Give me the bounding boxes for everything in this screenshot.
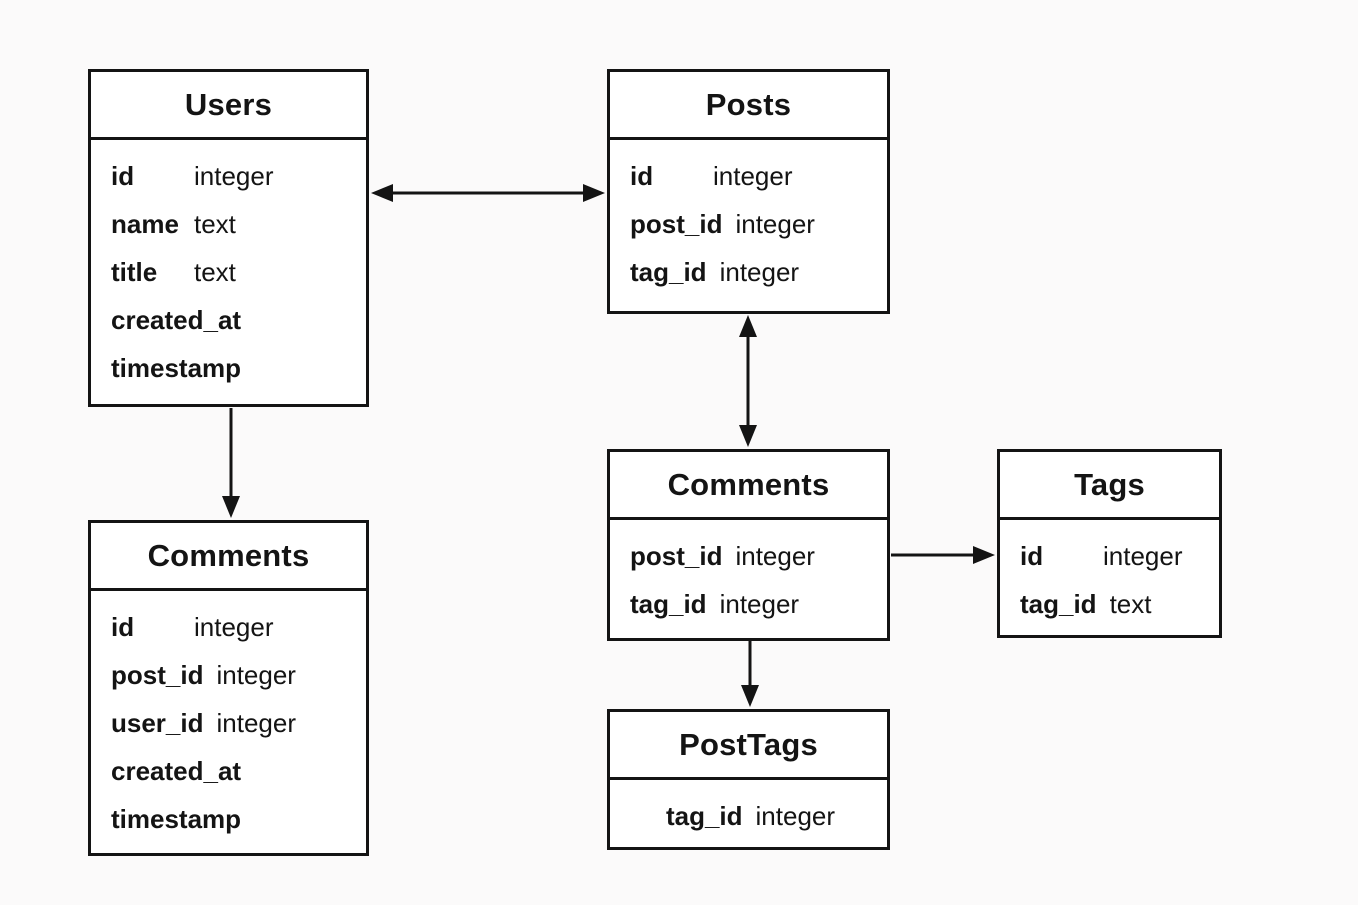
field-row-title: title text <box>111 248 350 296</box>
field-type: integer <box>216 707 297 738</box>
field-row-tag-id: tag_id integer <box>630 248 871 296</box>
field-name: user_id <box>111 707 204 738</box>
table-tags-fields: id integer tag_id text <box>1000 520 1219 628</box>
table-posts-title: Posts <box>610 72 887 140</box>
field-type: text <box>1109 588 1152 619</box>
field-row-id: id integer <box>1020 532 1203 580</box>
field-type: integer <box>194 611 274 642</box>
table-posts-fields: id integer post_id integer tag_id intege… <box>610 140 887 296</box>
field-type: integer <box>216 659 296 690</box>
field-name: tag_id <box>1020 588 1097 619</box>
field-row-tag-id: tag_id text <box>1020 580 1203 628</box>
table-comments-left-fields: id integer post_id integer user_id integ… <box>91 591 366 843</box>
table-comments-mid: Comments post_id integer tag_id integer <box>607 449 890 641</box>
field-name: id <box>630 160 654 191</box>
table-posts: Posts id integer post_id integer tag_id … <box>607 69 890 314</box>
field-type: integer <box>194 160 274 191</box>
table-comments-left-title: Comments <box>91 523 366 591</box>
field-type-wrapped: timestamp <box>111 352 242 383</box>
table-posttags-title: PostTags <box>610 712 887 780</box>
field-type: integer <box>755 800 836 831</box>
field-row-created-at: created_at <box>111 747 350 795</box>
field-row-user-id: user_id integer <box>111 699 350 747</box>
field-type: integer <box>1103 540 1183 571</box>
field-type: integer <box>719 256 800 287</box>
field-type: integer <box>713 160 793 191</box>
field-type-wrapped: timestamp <box>111 803 242 834</box>
table-users: Users id integer name text title text cr… <box>88 69 369 407</box>
field-name: tag_id <box>630 588 707 619</box>
field-row-tag-id: tag_id integer <box>630 580 871 628</box>
field-type: integer <box>735 208 815 239</box>
field-name: created_at <box>111 755 242 786</box>
table-posttags: PostTags tag_id integer <box>607 709 890 850</box>
field-row-created-at-type: timestamp <box>111 795 350 843</box>
field-name: post_id <box>111 659 204 690</box>
field-name: id <box>1020 540 1044 571</box>
table-users-title: Users <box>91 72 366 140</box>
field-name: post_id <box>630 208 723 239</box>
field-name: id <box>111 160 135 191</box>
field-type: integer <box>719 588 800 619</box>
table-tags-title: Tags <box>1000 452 1219 520</box>
field-row-id: id integer <box>630 152 871 200</box>
table-comments-mid-title: Comments <box>610 452 887 520</box>
field-row-id: id integer <box>111 152 350 200</box>
arrow-users-comments <box>222 408 240 518</box>
field-type: text <box>194 208 236 239</box>
field-row-created-at: created_at <box>111 296 350 344</box>
field-row-post-id: post_id integer <box>630 532 871 580</box>
field-name: tag_id <box>630 256 707 287</box>
field-row-post-id: post_id integer <box>111 651 350 699</box>
field-name: id <box>111 611 135 642</box>
table-posttags-fields: tag_id integer <box>610 780 887 840</box>
field-name: created_at <box>111 304 242 335</box>
arrow-users-posts <box>371 184 605 202</box>
field-type: integer <box>735 540 815 571</box>
field-row-id: id integer <box>111 603 350 651</box>
arrow-posts-comments <box>739 315 757 447</box>
field-name: post_id <box>630 540 723 571</box>
field-type: text <box>194 256 236 287</box>
table-tags: Tags id integer tag_id text <box>997 449 1222 638</box>
field-name: title <box>111 256 158 287</box>
field-name: tag_id <box>665 800 743 831</box>
table-users-fields: id integer name text title text created_… <box>91 140 366 392</box>
field-name: name <box>111 208 179 239</box>
field-row-created-at-type: timestamp <box>111 344 350 392</box>
field-row-tag-id: tag_id integer <box>630 792 871 840</box>
arrow-comments-posttags <box>741 641 759 707</box>
field-row-post-id: post_id integer <box>630 200 871 248</box>
field-row-name: name text <box>111 200 350 248</box>
table-comments-left: Comments id integer post_id integer user… <box>88 520 369 856</box>
arrow-comments-tags <box>891 546 995 564</box>
table-comments-mid-fields: post_id integer tag_id integer <box>610 520 887 628</box>
